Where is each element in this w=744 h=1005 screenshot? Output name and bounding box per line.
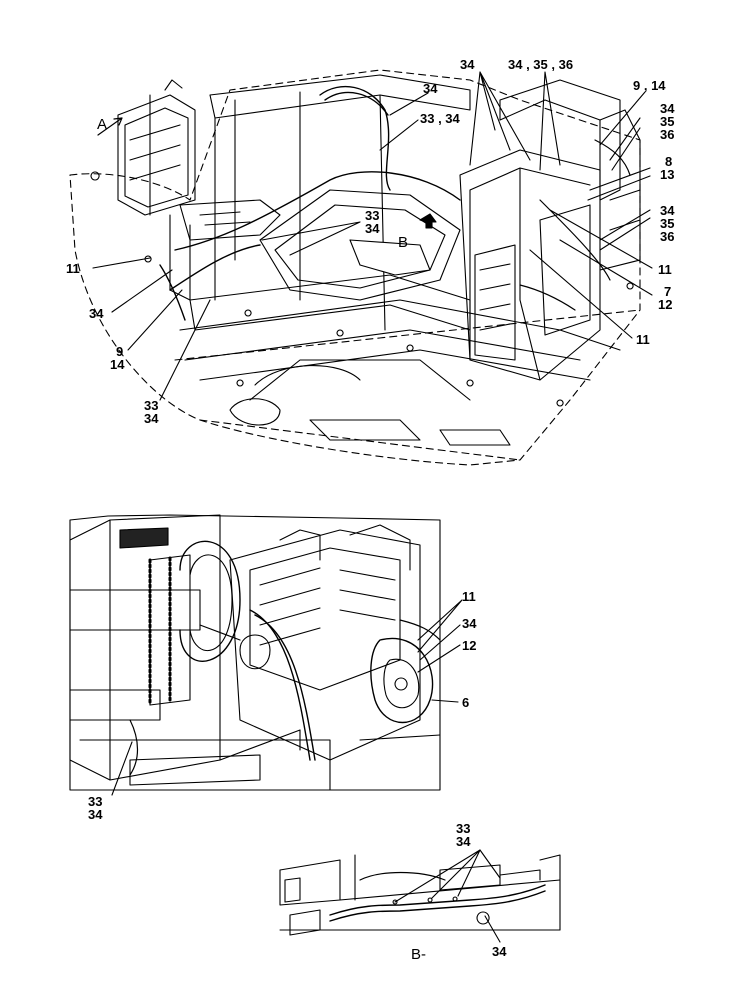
callout-34-mid: 34: [365, 221, 380, 236]
callout-33-mid: 33: [365, 208, 380, 223]
callout-34-left: 34: [89, 306, 104, 321]
callout-9-left: 9: [116, 344, 124, 359]
engine-callout-6: 6: [462, 695, 470, 710]
callout-34-right-1: 34: [660, 101, 675, 116]
view-marker-b: B: [398, 234, 409, 251]
callout-11-right-1: 11: [658, 262, 672, 277]
callout-13: 13: [660, 167, 675, 182]
callout-12-right: 12: [658, 297, 673, 312]
callout-34-hose: 34: [423, 81, 438, 96]
callout-14-left: 14: [110, 357, 125, 372]
callout-35-right-2: 35: [660, 216, 675, 231]
callout-9-14-right: 9 , 14: [633, 78, 666, 93]
engine-view-drawing: [69, 514, 463, 796]
callout-33-34-top: 33 , 34: [420, 111, 460, 126]
detail-b-drawing: [279, 849, 561, 943]
callout-36-right-1: 36: [660, 127, 675, 142]
detail-callout-34: 34: [456, 834, 471, 849]
callout-34-right-2: 34: [660, 203, 675, 218]
callout-33-low: 33: [144, 398, 159, 413]
callout-11-left: 11: [66, 261, 80, 276]
view-caption-b: B-: [411, 946, 426, 963]
callout-34-35-36: 34 , 35 , 36: [508, 57, 574, 72]
callout-11-right-2: 11: [636, 332, 650, 347]
engine-callout-11: 11: [462, 589, 476, 604]
engine-callout-33: 33: [88, 794, 103, 809]
detail-callout-34-b: 34: [492, 944, 507, 959]
callout-34-low: 34: [144, 411, 159, 426]
engine-callout-12: 12: [462, 638, 477, 653]
detail-callout-33: 33: [456, 821, 471, 836]
callout-7: 7: [664, 284, 672, 299]
upper-frame-drawing: [69, 69, 653, 466]
callout-36-right-2: 36: [660, 229, 675, 244]
callout-34-top: 34: [460, 57, 475, 72]
engine-callout-34: 34: [462, 616, 477, 631]
callout-35-right-1: 35: [660, 114, 675, 129]
engine-callout-34-b: 34: [88, 807, 103, 822]
callout-8: 8: [665, 154, 673, 169]
view-marker-a: A: [97, 116, 108, 133]
